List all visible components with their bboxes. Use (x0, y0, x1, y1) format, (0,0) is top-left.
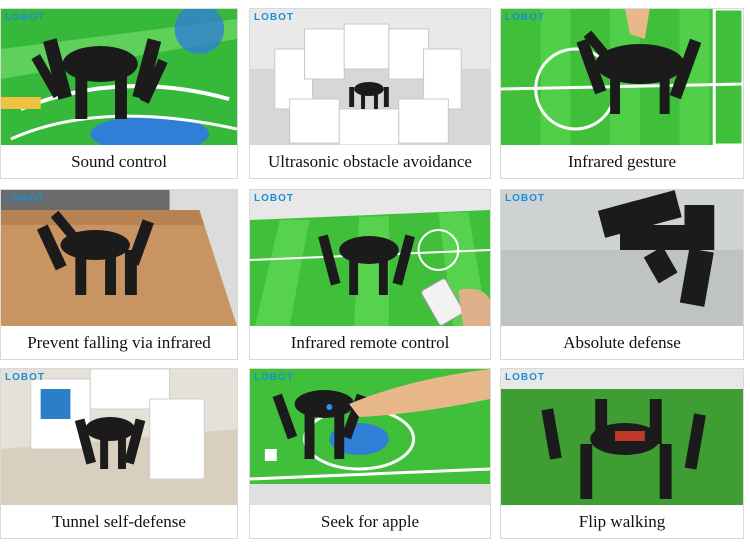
caption: Infrared gesture (567, 152, 677, 171)
brand-logo: LOBOT (254, 372, 294, 383)
tile-absolute-defense: LOBOT Absolute defense (500, 189, 744, 360)
brand-logo: LOBOT (505, 12, 545, 23)
caption: Absolute defense (563, 333, 681, 352)
photo-absolute-defense: LOBOT (501, 190, 743, 326)
caption: Seek for apple (320, 512, 420, 531)
brand-logo: LOBOT (5, 12, 45, 23)
tile-flip-walking: LOBOT Flip walking (500, 368, 744, 539)
tile-infrared-gesture: LOBOT Infrared gesture (500, 8, 744, 179)
photo-ultrasonic: LOBOT (250, 9, 490, 145)
caption: Ultrasonic obstacle avoidance (268, 152, 472, 171)
caption: Sound control (71, 152, 167, 171)
photo-prevent-falling: LOBOT (1, 190, 237, 326)
brand-logo: LOBOT (254, 193, 294, 204)
brand-logo: LOBOT (5, 193, 45, 204)
tile-seek-for-apple: LOBOT Seek for apple (249, 368, 491, 539)
brand-logo: LOBOT (505, 193, 545, 204)
brand-logo: LOBOT (5, 372, 45, 383)
brand-logo: LOBOT (505, 372, 545, 383)
photo-infrared-remote: LOBOT (250, 190, 490, 326)
tile-tunnel-self-defense: LOBOT Tunnel self-defense (0, 368, 238, 539)
caption: Flip walking (578, 512, 666, 531)
caption: Prevent falling via infrared (27, 333, 211, 352)
photo-tunnel: LOBOT (1, 369, 237, 505)
tile-ultrasonic-obstacle-avoidance: LOBOT Ultrasonic obstacle avoidance (249, 8, 491, 179)
tile-prevent-falling: LOBOT Prevent falling via infrared (0, 189, 238, 360)
photo-seek-apple: LOBOT (250, 369, 490, 505)
tile-infrared-remote-control: LOBOT Infrared remote control (249, 189, 491, 360)
caption: Tunnel self-defense (52, 512, 186, 531)
brand-logo: LOBOT (254, 12, 294, 23)
tile-sound-control: LOBOT Sound control (0, 8, 238, 179)
photo-sound-control: LOBOT (1, 9, 237, 145)
caption: Infrared remote control (290, 333, 450, 352)
photo-infrared-gesture: LOBOT (501, 9, 743, 145)
photo-flip-walking: LOBOT (501, 369, 743, 505)
